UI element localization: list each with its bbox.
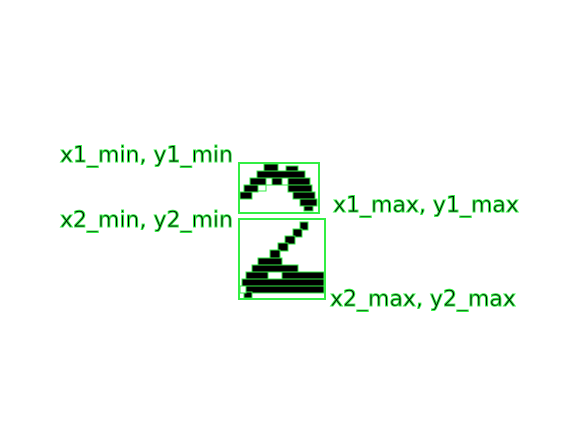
label-box1-max: x1_max, y1_max — [333, 193, 519, 218]
label-box1-min: x1_min, y1_min — [60, 143, 233, 168]
label-box2-max: x2_max, y2_max — [330, 287, 516, 312]
handwritten-digit-pixels — [239, 163, 325, 299]
label-box2-min: x2_min, y2_min — [60, 208, 233, 233]
bounding-box-2 — [238, 218, 326, 300]
glyph-highlights — [239, 177, 289, 294]
bounding-box-1 — [238, 162, 320, 214]
